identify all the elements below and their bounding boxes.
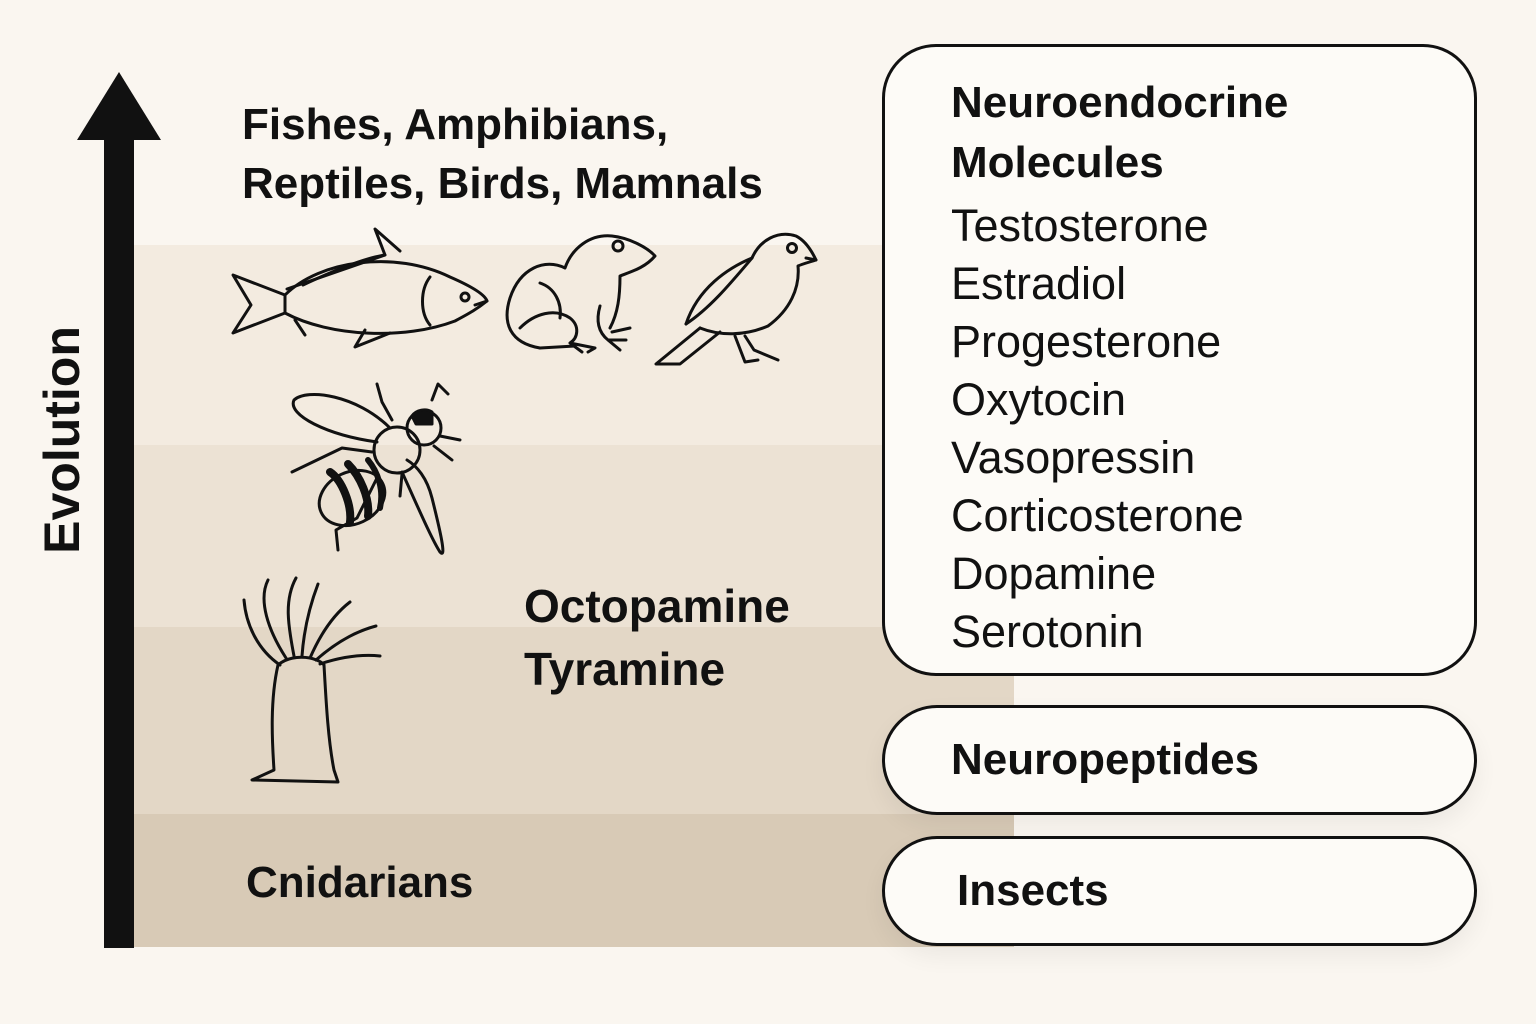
amines-label: Octopamine Tyramine — [524, 575, 790, 701]
molecule-item: Vasopressin — [951, 432, 1196, 483]
neuropeptides-label: Neuropeptides — [951, 735, 1260, 784]
neuroendocrine-molecules-box: Neuroendocrine Molecules Testosterone Es… — [882, 44, 1477, 676]
fish-icon — [231, 227, 489, 349]
vertebrates-label: Fishes, Amphibians, Reptiles, Birds, Mam… — [242, 95, 763, 213]
cnidarians-label: Cnidarians — [246, 858, 474, 907]
insects-label: Insects — [957, 866, 1109, 915]
vertebrates-label-line-1: Fishes, Amphibians, — [242, 100, 669, 149]
molecule-item: Oxytocin — [951, 374, 1127, 425]
band-insects — [134, 445, 1014, 627]
neuroendocrine-molecules-title: Neuroendocrine Molecules — [951, 73, 1474, 193]
evolution-axis-label: Evolution — [34, 326, 90, 554]
sea-anemone-icon — [242, 576, 382, 784]
band-cnidarians — [134, 814, 1014, 947]
band-amines — [134, 627, 1014, 814]
evolution-arrow-shaft — [104, 130, 134, 948]
molecule-item: Corticosterone — [951, 490, 1244, 541]
bird-icon — [654, 232, 818, 366]
molecule-item: Dopamine — [951, 548, 1157, 599]
molecule-item: Estradiol — [951, 258, 1127, 309]
box-title-line-1: Neuroendocrine — [951, 78, 1289, 127]
box-title-line-2: Molecules — [951, 138, 1164, 187]
neuropeptides-box: Neuropeptides — [882, 705, 1477, 815]
molecule-list: Testosterone Estradiol Progesterone Oxyt… — [951, 197, 1474, 661]
molecule-item: Serotonin — [951, 606, 1144, 657]
vertebrates-label-line-2: Reptiles, Birds, Mamnals — [242, 159, 763, 208]
evolution-arrow-head — [77, 72, 161, 140]
frog-icon — [505, 234, 657, 354]
bee-icon — [290, 382, 462, 555]
molecule-item: Testosterone — [951, 200, 1209, 251]
amines-label-tyramine: Tyramine — [524, 643, 726, 695]
amines-label-octopamine: Octopamine — [524, 580, 790, 632]
insects-box: Insects — [882, 836, 1477, 946]
molecule-item: Progesterone — [951, 316, 1222, 367]
